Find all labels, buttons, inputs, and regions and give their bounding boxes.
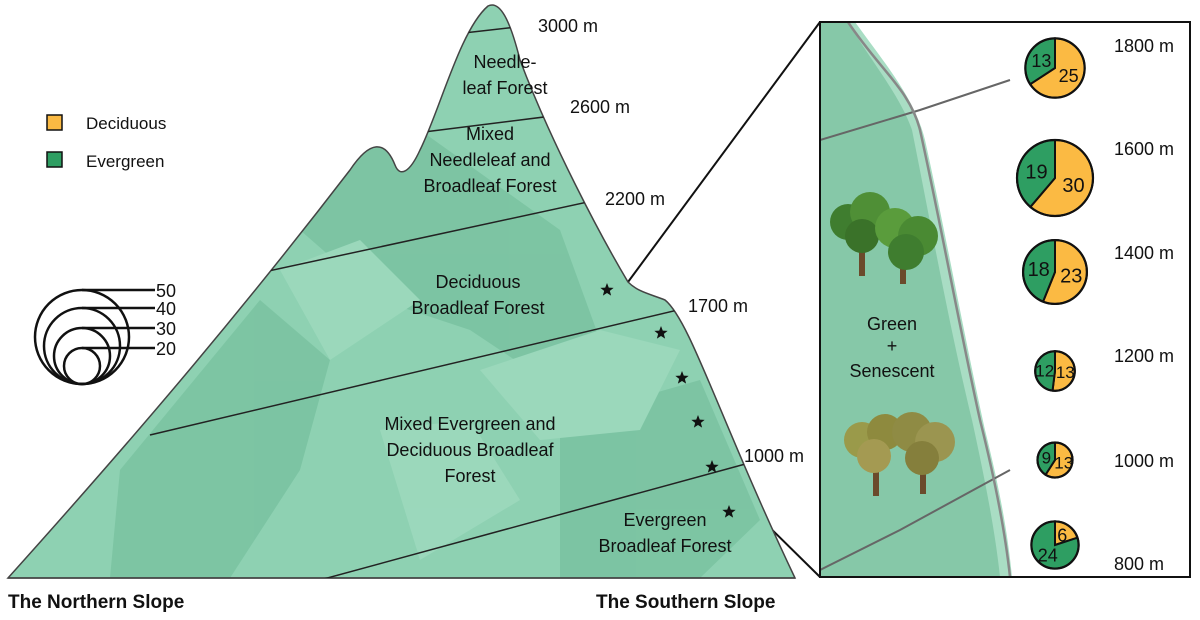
legend-label-evergreen: Evergreen [86,152,164,171]
southern-slope-caption: The Southern Slope [596,592,776,613]
northern-slope-caption: The Northern Slope [8,592,185,613]
pie-value-deciduous: 6 [1057,526,1067,546]
pie-altitude-label: 1000 m [1114,451,1174,471]
green-trees-icon [830,192,938,284]
legend: Deciduous Evergreen [46,114,166,171]
forest-zone-label: Needle- [473,52,536,72]
forest-zone-label: Needleleaf and [429,150,550,170]
sample-site-star [722,505,736,518]
forest-zone-label: Broadleaf Forest [598,536,731,556]
sample-site-star [705,460,719,473]
size-scale-labels: 50 40 30 20 [156,281,176,359]
pie-value-evergreen: 9 [1042,449,1051,468]
pie-altitude-label: 1400 m [1114,243,1174,263]
forest-zone-label: Broadleaf Forest [411,298,544,318]
pie-altitude-label: 800 m [1114,554,1164,574]
pie-value-evergreen: 13 [1031,51,1051,71]
inset-label: + [887,336,898,356]
size-scale [33,288,155,386]
size-scale-label: 50 [156,281,176,301]
pie-altitude-label: 1800 m [1114,36,1174,56]
pie-value-deciduous: 13 [1056,363,1075,382]
pie-value-deciduous: 13 [1054,454,1073,473]
pie-outline [1036,441,1074,479]
forest-zone-label: Mixed [466,124,514,144]
sample-site-star [654,326,668,339]
size-scale-label: 20 [156,339,176,359]
inset-panel: Green + Senescent 25 13 1800 m 30 19 1600 m 23… [819,21,1191,578]
pie-outline [1034,350,1076,392]
forest-zone-label: Forest [444,466,495,486]
senescent-trees-icon [844,412,955,496]
pie-outline [1021,238,1089,306]
legend-swatch-deciduous [46,114,63,131]
pie-value-evergreen: 18 [1028,259,1050,281]
pie-value-deciduous: 25 [1059,66,1079,86]
mountain [6,4,797,579]
altitude-label: 1000 m [744,446,804,466]
forest-zone-label: Mixed Evergreen and [384,414,555,434]
altitude-label: 2600 m [570,97,630,117]
zone-boundary-1700 [149,299,721,436]
pie-value-evergreen: 19 [1025,161,1047,183]
altitude-label: 3000 m [538,16,598,36]
sample-site-star [691,415,705,428]
inset-label: Green [867,314,917,334]
altitude-label: 2200 m [605,189,665,209]
sample-site-markers [600,283,736,518]
forest-zone-label: Broadleaf Forest [423,176,556,196]
sample-site-star [675,371,689,384]
pie-outline [1015,138,1095,218]
altitude-label: 1700 m [688,296,748,316]
pie-outline [1024,37,1086,99]
zoom-line-top [627,21,821,283]
pie-altitude-label: 1200 m [1114,346,1174,366]
pie-outline [1030,520,1080,570]
pie-value-evergreen: 24 [1038,545,1058,565]
zone-boundary-1000 [319,459,761,578]
legend-label-deciduous: Deciduous [86,114,166,133]
forest-zone-label: Deciduous Broadleaf [386,440,554,460]
size-scale-label: 40 [156,299,176,319]
forest-zone-label: leaf Forest [462,78,547,98]
pie-altitude-label: 1600 m [1114,139,1174,159]
forest-zone-label: Evergreen [623,510,706,530]
legend-swatch-evergreen [46,151,63,168]
forest-zone-label: Deciduous [435,272,520,292]
size-scale-label: 30 [156,319,176,339]
altitude-labels: 3000 m 2600 m 2200 m 1700 m 1000 m [538,16,804,466]
pie-value-deciduous: 30 [1062,175,1084,197]
inset-label: Senescent [849,361,934,381]
pie-value-evergreen: 12 [1035,362,1054,381]
pie-value-deciduous: 23 [1060,265,1082,287]
sample-site-star [600,283,614,296]
zone-boundary-2200 [249,194,621,276]
